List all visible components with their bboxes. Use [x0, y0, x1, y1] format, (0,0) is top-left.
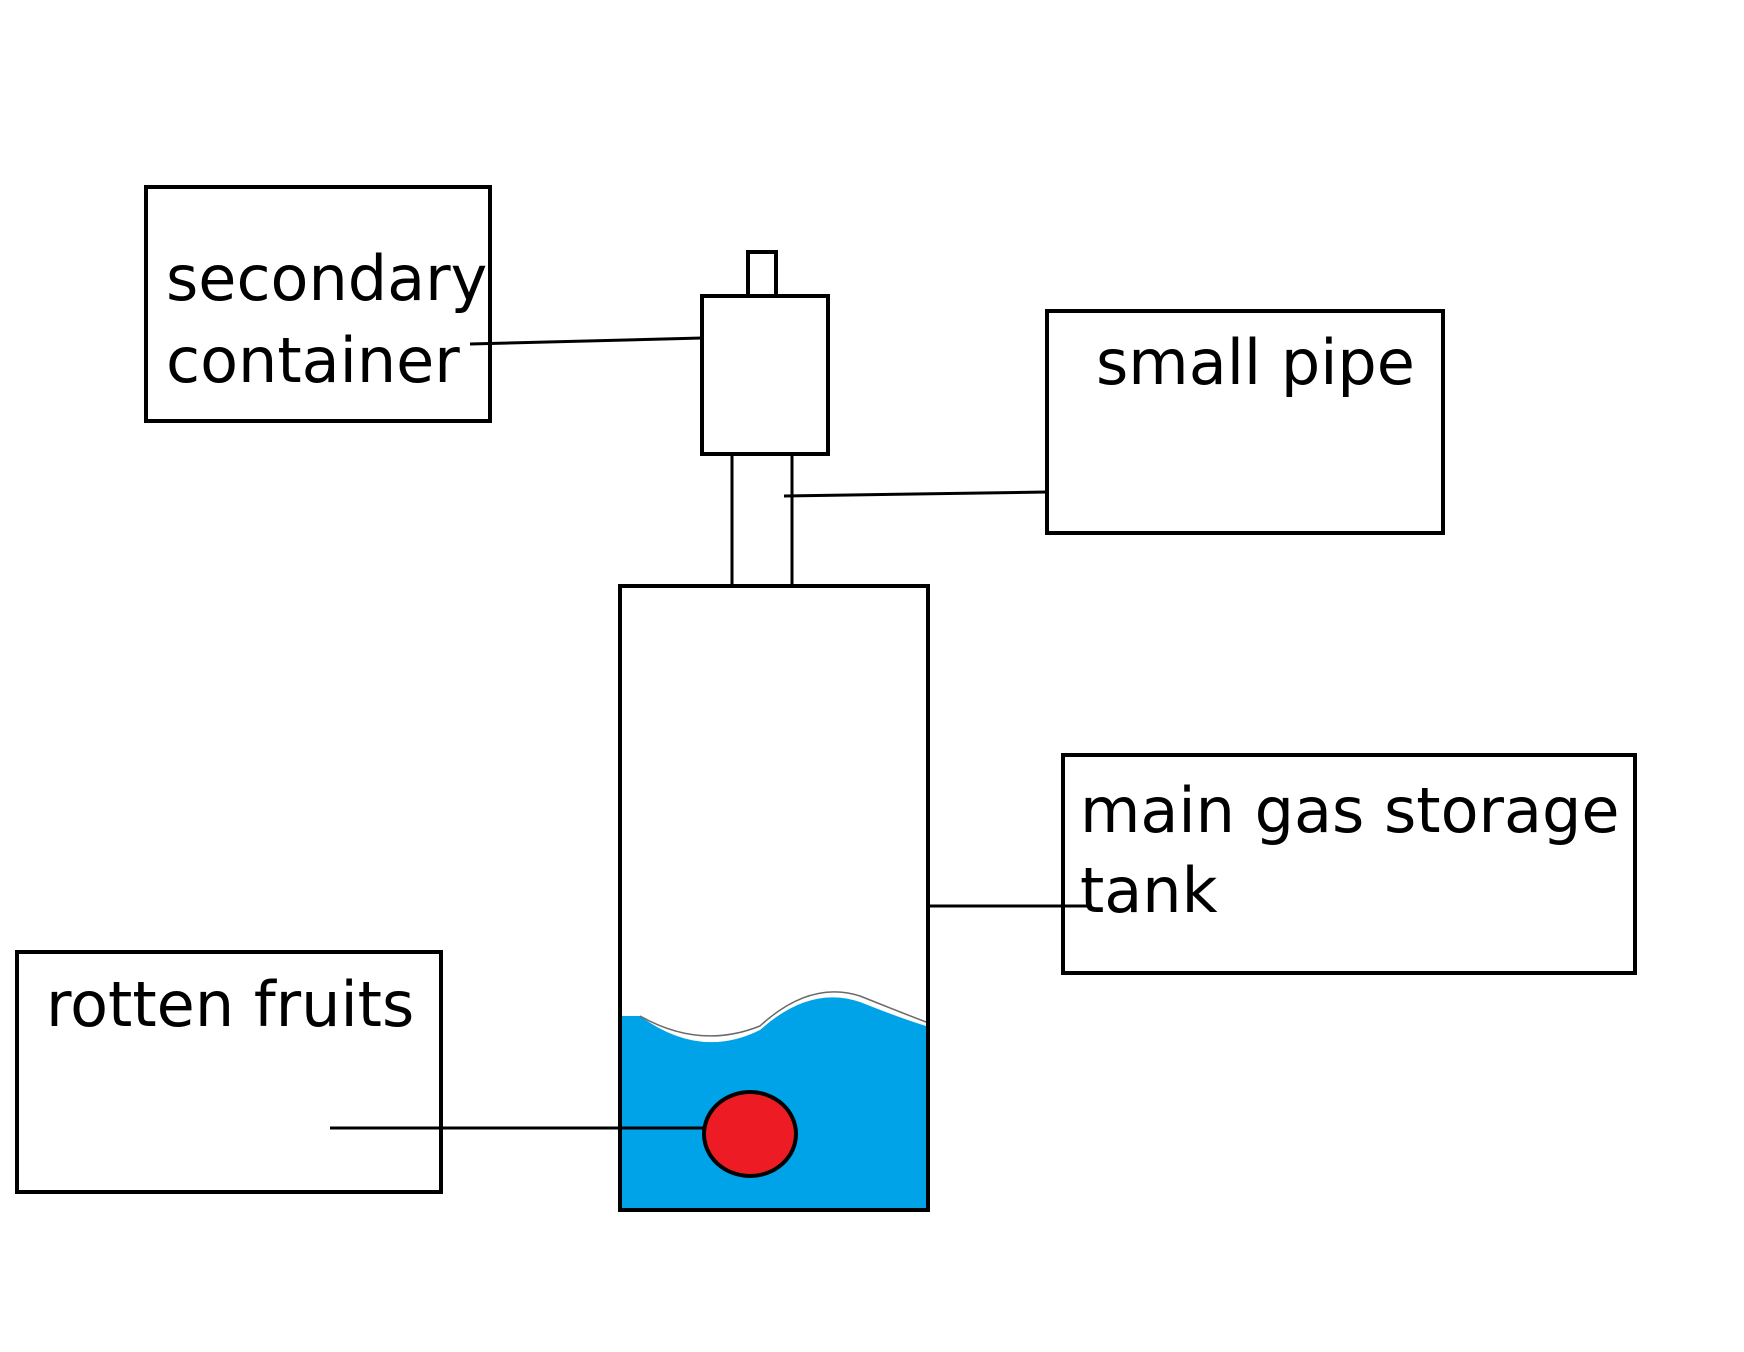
label-box-secondary-container: secondary container [144, 185, 492, 423]
rotten-fruit [702, 1090, 798, 1178]
label-main-tank-line2: tank [1080, 854, 1218, 927]
secondary-container [700, 250, 830, 456]
label-box-rotten-fruits: rotten fruits [15, 950, 443, 1194]
label-box-small-pipe: small pipe [1045, 309, 1445, 535]
label-box-main-tank: main gas storage tank [1061, 753, 1637, 975]
leader-lines [330, 336, 1092, 1130]
small-pipe [730, 454, 794, 586]
leader-small-pipe [783, 490, 1048, 498]
label-small-pipe: small pipe [1096, 326, 1415, 399]
leader-secondary-container [469, 336, 703, 346]
water-surface-foam [639, 991, 927, 1037]
label-secondary-line1: secondary [166, 242, 487, 315]
label-secondary-line2: container [166, 324, 460, 397]
label-main-tank-line1: main gas storage [1080, 774, 1620, 847]
main-tank [618, 584, 930, 1212]
label-rotten-fruits: rotten fruits [46, 968, 414, 1041]
